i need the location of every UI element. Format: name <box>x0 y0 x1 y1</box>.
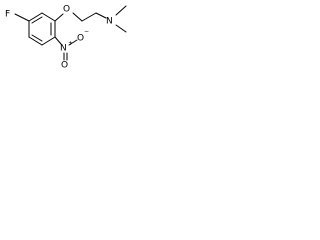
o-ch2-bond <box>72 12 83 22</box>
ch2-n-bond <box>95 12 107 19</box>
ring-bond-1 <box>28 12 43 22</box>
n-methyl-bottom-bond <box>115 24 127 33</box>
ether-oxygen-atom-label: O <box>63 5 70 15</box>
nitro-nitrogen-charge-label: + <box>68 40 73 47</box>
ring-bond-5 <box>28 36 43 46</box>
nitro-oxygen-top-charge-label: − <box>84 28 89 35</box>
ring-double-bond-1 <box>31 16 43 24</box>
c-no2-bond <box>54 36 62 45</box>
ch2-ch2-bond <box>81 12 97 22</box>
n-methyl-top-bond <box>115 5 127 16</box>
n-o-top-bond <box>68 39 78 46</box>
structure-diagram: F O N N + O − O <box>5 5 127 71</box>
nitro-nitrogen-atom-label: N <box>60 44 67 54</box>
amine-nitrogen-atom-label: N <box>106 17 113 27</box>
ring-double-bond-3 <box>31 34 43 42</box>
c-o-bond <box>54 13 64 22</box>
fluorine-atom-label: F <box>5 10 10 20</box>
benzene-ring <box>28 12 56 46</box>
nitro-oxygen-top-atom-label: O <box>77 34 84 44</box>
nitro-oxygen-bottom-atom-label: O <box>61 61 68 71</box>
ring-bond-4 <box>41 36 56 46</box>
c-f-bond <box>14 13 30 22</box>
ring-bond-2 <box>41 12 56 22</box>
